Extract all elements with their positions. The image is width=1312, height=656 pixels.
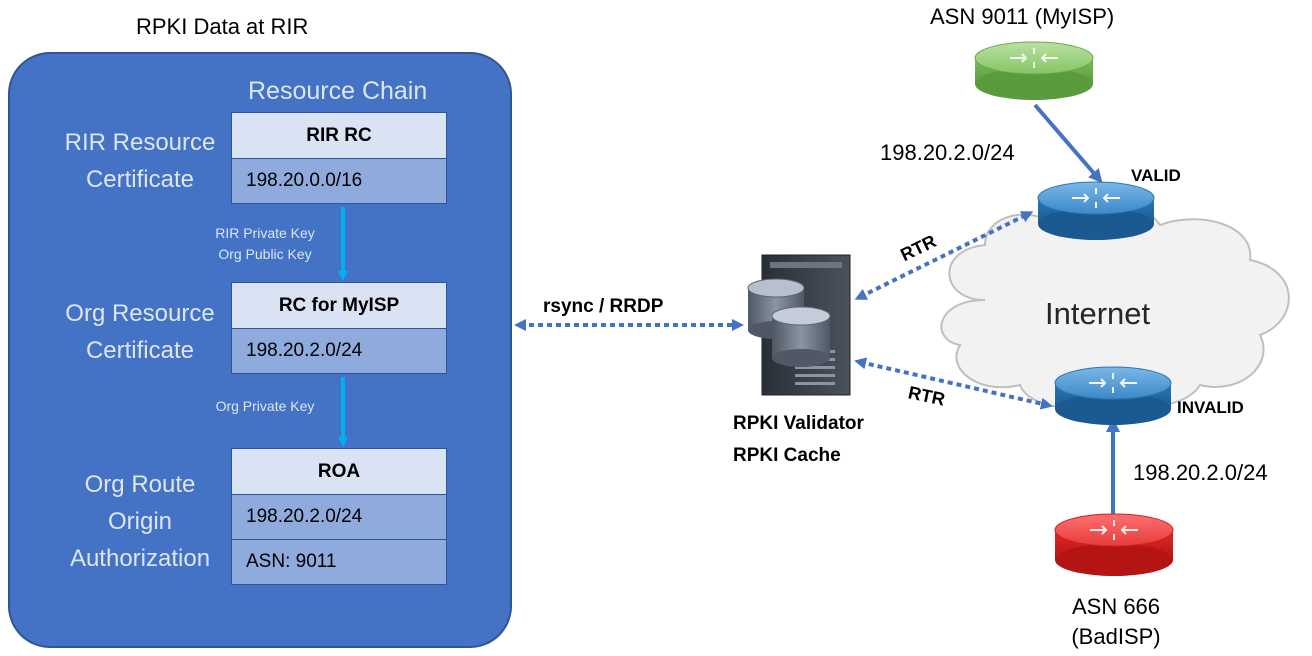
cert-header: ROA <box>232 449 446 495</box>
key-line: Org Private Key <box>215 398 315 414</box>
valid-label: VALID <box>1131 166 1181 185</box>
side-label-line: Authorization <box>69 545 211 572</box>
good-asn-text: ASN 9011 (MyISP) <box>930 4 1115 29</box>
roa-asn: ASN: 9011 <box>232 539 446 584</box>
side-label-line: Certificate <box>85 166 195 193</box>
side-label-line: RIR Resource <box>64 129 216 156</box>
router-badisp <box>1054 513 1174 576</box>
rtr-arrow-top <box>854 211 1034 300</box>
roa-box: ROA 198.20.2.0/24 ASN: 9011 <box>231 448 447 585</box>
bad-asn-line: ASN 666 <box>1071 594 1161 619</box>
good-prefix-label: 198.20.2.0/24 <box>880 140 1015 165</box>
roa-prefix: 198.20.2.0/24 <box>232 495 446 539</box>
cert-prefix: 198.20.0.0/16 <box>232 159 446 203</box>
good-route-arrow <box>1033 103 1103 184</box>
cert-prefix: 198.20.2.0/24 <box>232 329 446 373</box>
side-label-line: Certificate <box>85 337 195 364</box>
resource-chain-label: Resource Chain <box>248 77 428 105</box>
validator-line: RPKI Validator <box>733 413 864 434</box>
roa-side-label: Org Route Origin Authorization <box>50 466 230 577</box>
cert-header: RIR RC <box>232 113 446 159</box>
bad-prefix-label: 198.20.2.0/24 <box>1133 460 1268 485</box>
rir-cert-side-label: RIR Resource Certificate <box>50 124 230 198</box>
good-asn-label: ASN 9011 (MyISP) <box>930 4 1114 30</box>
router-valid <box>1037 181 1155 240</box>
key-label-1: RIR Private Key Org Public Key <box>190 223 340 265</box>
internet-label: Internet <box>1045 296 1151 331</box>
key-line: Org Public Key <box>218 246 312 262</box>
bad-asn-label: ASN 666 (BadISP) <box>1050 592 1182 652</box>
rpki-validator-server <box>747 254 851 396</box>
cert-header-text: RC for MyISP <box>278 295 400 316</box>
invalid-label: INVALID <box>1177 398 1244 417</box>
rtr-arrow-bottom <box>854 357 1053 410</box>
org-cert-side-label: Org Resource Certificate <box>50 295 230 369</box>
key-line: RIR Private Key <box>215 225 315 241</box>
side-label-line: Org Route <box>84 471 196 498</box>
side-label-line: Origin <box>107 508 173 535</box>
panel-title: RPKI Data at RIR <box>136 14 309 39</box>
validator-label: RPKI Validator RPKI Cache <box>733 408 864 472</box>
bad-asn-line: (BadISP) <box>1071 624 1161 649</box>
validator-line: RPKI Cache <box>733 445 841 466</box>
key-label-2: Org Private Key <box>190 396 340 417</box>
router-invalid <box>1054 366 1172 425</box>
sync-label: rsync / RRDP <box>543 296 664 317</box>
rir-rc-box: RIR RC 198.20.0.0/16 <box>231 112 447 204</box>
org-rc-box: RC for MyISP 198.20.2.0/24 <box>231 282 447 374</box>
side-label-line: Org Resource <box>65 300 215 327</box>
router-myisp <box>974 41 1094 100</box>
cert-header: RC for MyISP <box>232 283 446 329</box>
